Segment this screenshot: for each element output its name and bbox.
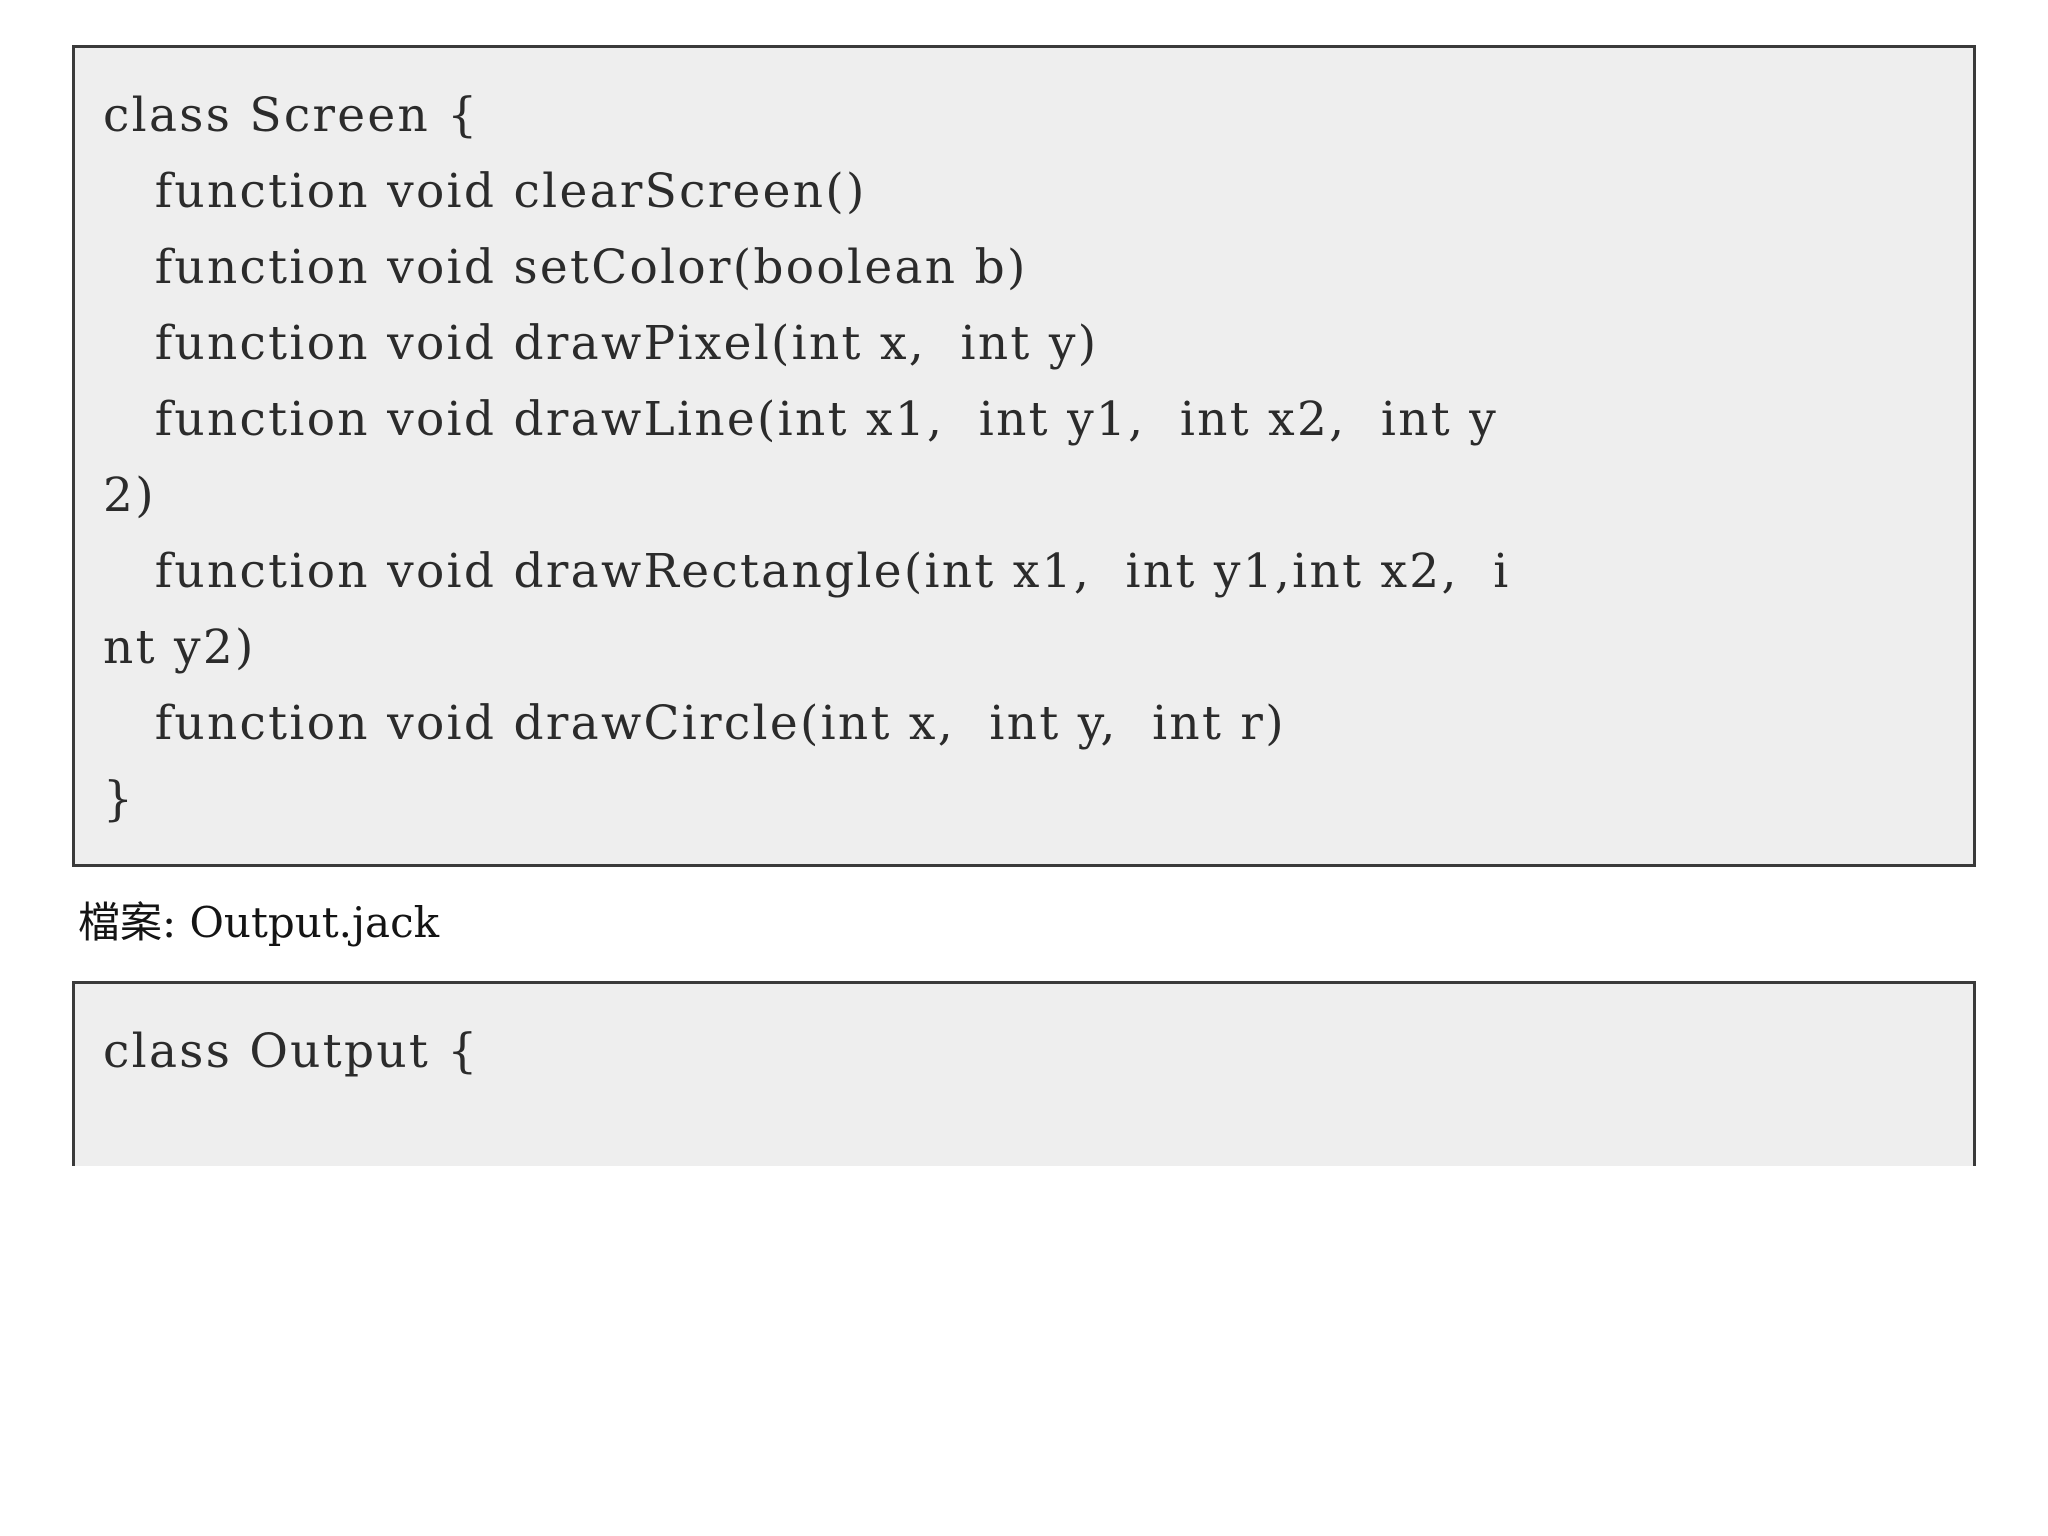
- output-class-code-block: class Output {: [72, 981, 1976, 1166]
- code-line-wrapped: 2): [103, 468, 156, 523]
- screen-class-code-block: class Screen { function void clearScreen…: [72, 45, 1976, 867]
- code-line: function void drawLine(int x1, int y1, i…: [103, 392, 1499, 447]
- code-line: function void drawRectangle(int x1, int …: [103, 544, 1511, 599]
- code-line: class Output {: [103, 1024, 480, 1079]
- code-line: function void drawCircle(int x, int y, i…: [103, 696, 1286, 751]
- code-line: function void drawPixel(int x, int y): [103, 316, 1099, 371]
- code-line-blank: [103, 1090, 1945, 1166]
- code-line: }: [103, 772, 136, 827]
- file-caption: 檔案: Output.jack: [78, 898, 440, 947]
- code-line: class Screen {: [103, 88, 480, 143]
- code-line: function void setColor(boolean b): [103, 240, 1028, 295]
- code-line-wrapped: nt y2): [103, 620, 256, 675]
- code-line: function void clearScreen(): [103, 164, 867, 219]
